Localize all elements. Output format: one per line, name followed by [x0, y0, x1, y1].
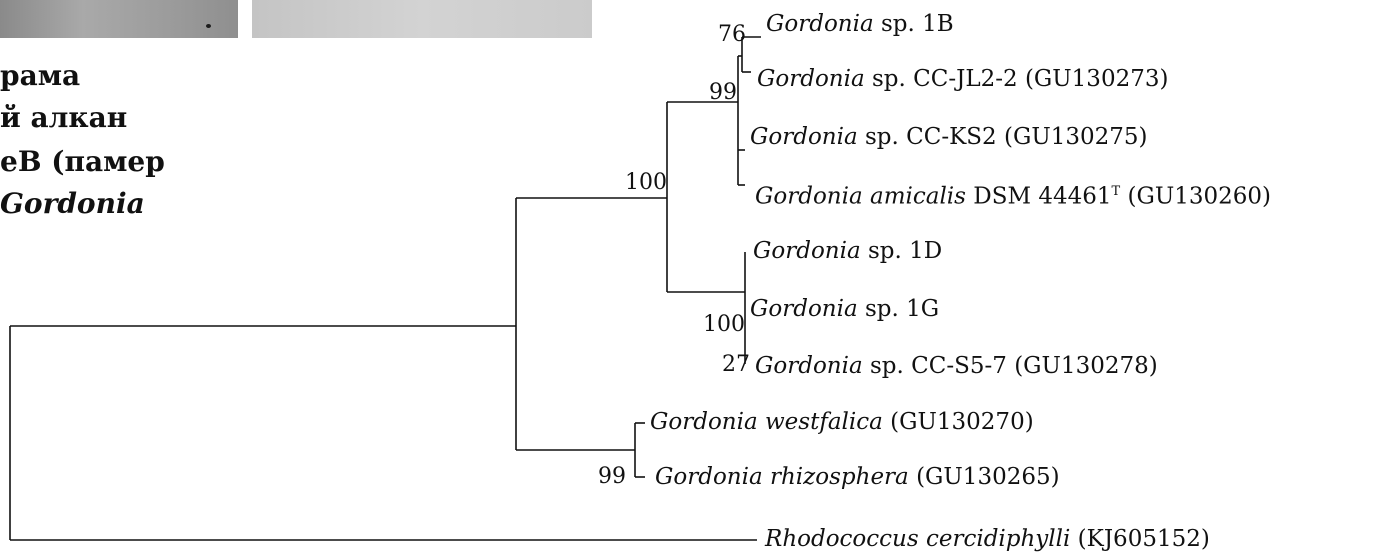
bootstrap-76: 76 — [718, 22, 746, 48]
taxon-detail: sp. 1B — [874, 11, 954, 37]
taxon-detail: sp. CC-JL2-2 (GU130273) — [865, 66, 1169, 92]
taxon-detail: (KJ605152) — [1070, 526, 1209, 552]
taxon-amicalis: Gordonia amicalis DSM 44461T (GU130260) — [755, 178, 1271, 211]
bootstrap-99-upper: 99 — [709, 80, 737, 106]
taxon-rhodococcus: Rhodococcus cercidiphylli (KJ605152) — [765, 525, 1210, 553]
taxon-accession: (GU130260) — [1120, 184, 1271, 210]
taxon-detail: (GU130270) — [883, 409, 1034, 435]
taxon-sp-1g: Gordonia sp. 1G — [750, 295, 939, 323]
bootstrap-100-gordonia: 100 — [625, 170, 667, 196]
bootstrap-100-lower: 100 — [703, 312, 745, 338]
bootstrap-27: 27 — [722, 352, 750, 378]
taxon-detail: (GU130265) — [909, 464, 1060, 490]
taxon-genus: Gordonia — [757, 66, 865, 92]
taxon-cc-ks2: Gordonia sp. CC-KS2 (GU130275) — [750, 123, 1148, 151]
type-strain-mark: T — [1112, 184, 1121, 199]
taxon-westfalica: Gordonia westfalica (GU130270) — [650, 408, 1034, 436]
taxon-sp-1d: Gordonia sp. 1D — [753, 237, 942, 265]
taxon-detail: sp. 1G — [858, 296, 939, 322]
taxon-detail: sp. CC-S5-7 (GU130278) — [863, 353, 1158, 379]
bootstrap-99-lower: 99 — [598, 464, 626, 490]
taxon-detail: sp. 1D — [861, 238, 943, 264]
taxon-genus: Gordonia — [750, 296, 858, 322]
taxon-genus: Gordonia — [750, 124, 858, 150]
taxon-genus: Gordonia — [753, 238, 861, 264]
taxon-sp-1b: Gordonia sp. 1B — [766, 10, 954, 38]
taxon-genus: Rhodococcus cercidiphylli — [765, 526, 1070, 552]
taxon-genus: Gordonia — [755, 353, 863, 379]
taxon-cc-jl2-2: Gordonia sp. CC-JL2-2 (GU130273) — [757, 65, 1168, 93]
taxon-cc-s5-7: Gordonia sp. CC-S5-7 (GU130278) — [755, 352, 1158, 380]
taxon-detail: DSM 44461 — [966, 184, 1112, 210]
taxon-detail: sp. CC-KS2 (GU130275) — [858, 124, 1148, 150]
taxon-genus: Gordonia westfalica — [650, 409, 883, 435]
taxon-rhizosphera: Gordonia rhizosphera (GU130265) — [655, 463, 1060, 491]
taxon-genus: Gordonia amicalis — [755, 184, 966, 210]
taxon-genus: Gordonia — [766, 11, 874, 37]
taxon-genus: Gordonia rhizosphera — [655, 464, 909, 490]
